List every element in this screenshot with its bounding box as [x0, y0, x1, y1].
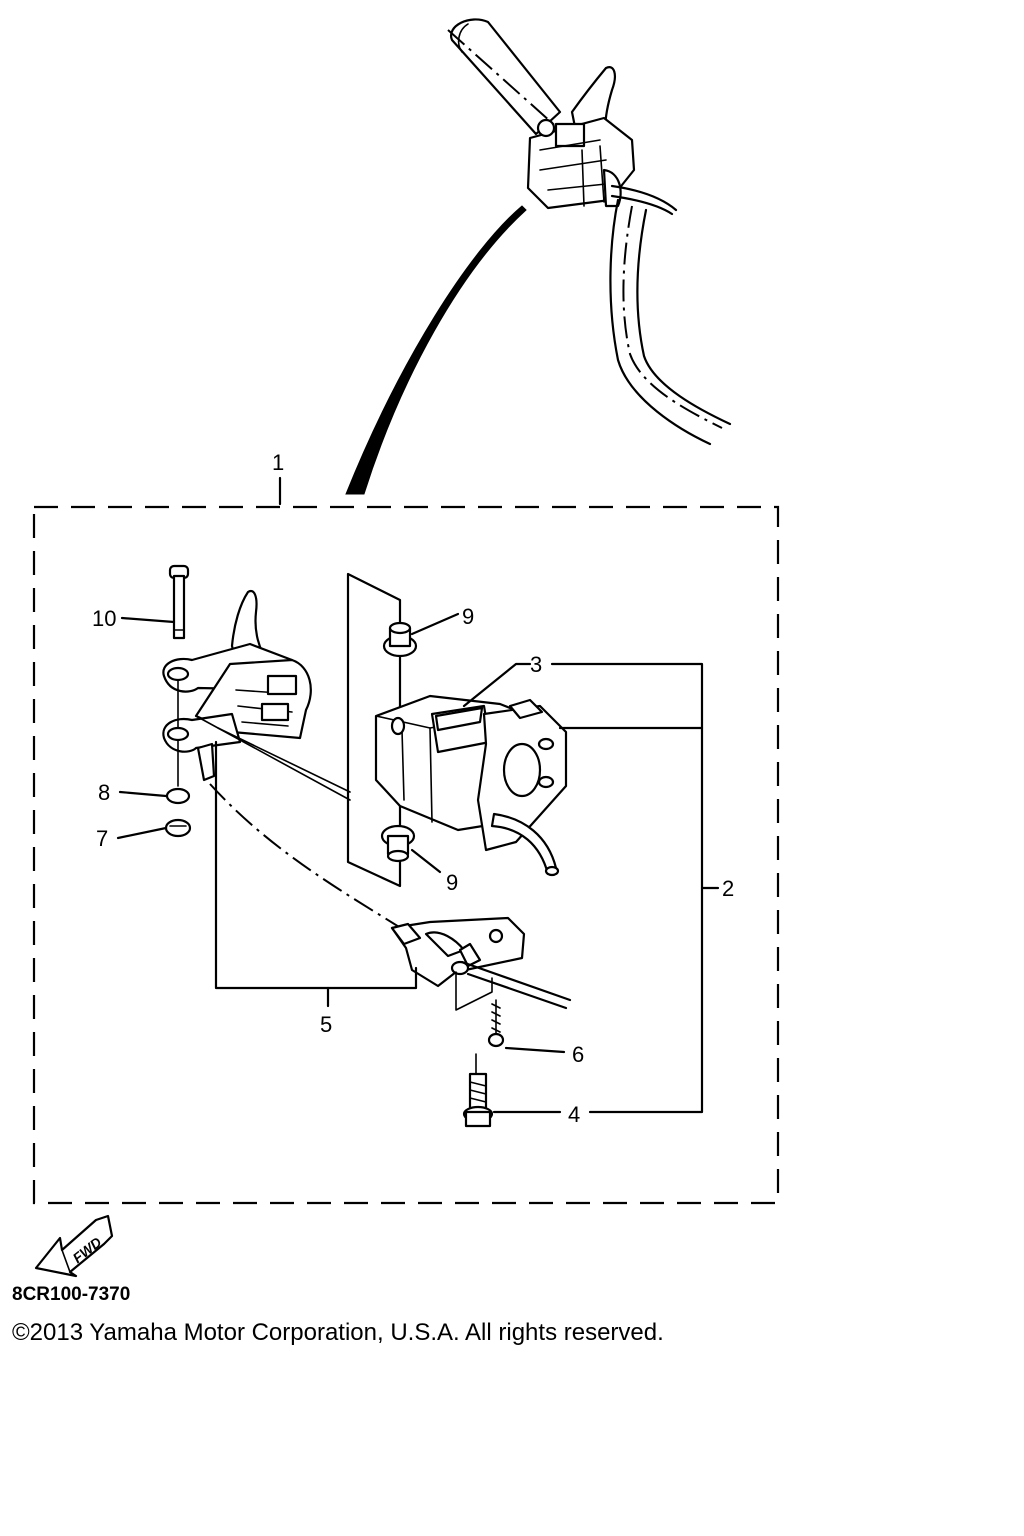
handlebar-overview — [345, 18, 732, 495]
assembly-chain-line — [209, 783, 405, 931]
callout-5: 5 — [320, 1012, 332, 1037]
circlip-part — [164, 818, 192, 838]
assembly-boundary-box — [32, 505, 780, 1205]
grommet-lower-part — [380, 824, 416, 863]
callout-9-upper: 9 — [462, 604, 474, 629]
leader-lines — [116, 476, 720, 1114]
forward-arrow-icon: FWD — [34, 1214, 114, 1278]
callout-6: 6 — [572, 1042, 584, 1067]
callout-8: 8 — [98, 780, 110, 805]
throttle-lever-part — [162, 589, 351, 801]
grommet-upper-part — [382, 621, 418, 658]
callout-10: 10 — [92, 606, 116, 631]
callout-7: 7 — [96, 826, 108, 851]
washer-part — [165, 787, 191, 805]
bolt-part — [462, 1053, 494, 1128]
callout-1: 1 — [272, 450, 284, 475]
callout-3: 3 — [530, 652, 542, 677]
diagram-part-code: 8CR100-7370 — [12, 1284, 131, 1305]
callout-9-lower: 9 — [446, 870, 458, 895]
callout-4: 4 — [568, 1102, 580, 1127]
copyright-notice: ©2013 Yamaha Motor Corporation, U.S.A. A… — [12, 1319, 664, 1346]
lever-bracket-part — [390, 916, 572, 1011]
screw-part — [487, 999, 505, 1048]
callout-2: 2 — [722, 876, 734, 901]
pin-part — [168, 564, 190, 640]
mounting-plate-outline — [346, 572, 402, 888]
throttle-housing-part — [374, 694, 568, 877]
